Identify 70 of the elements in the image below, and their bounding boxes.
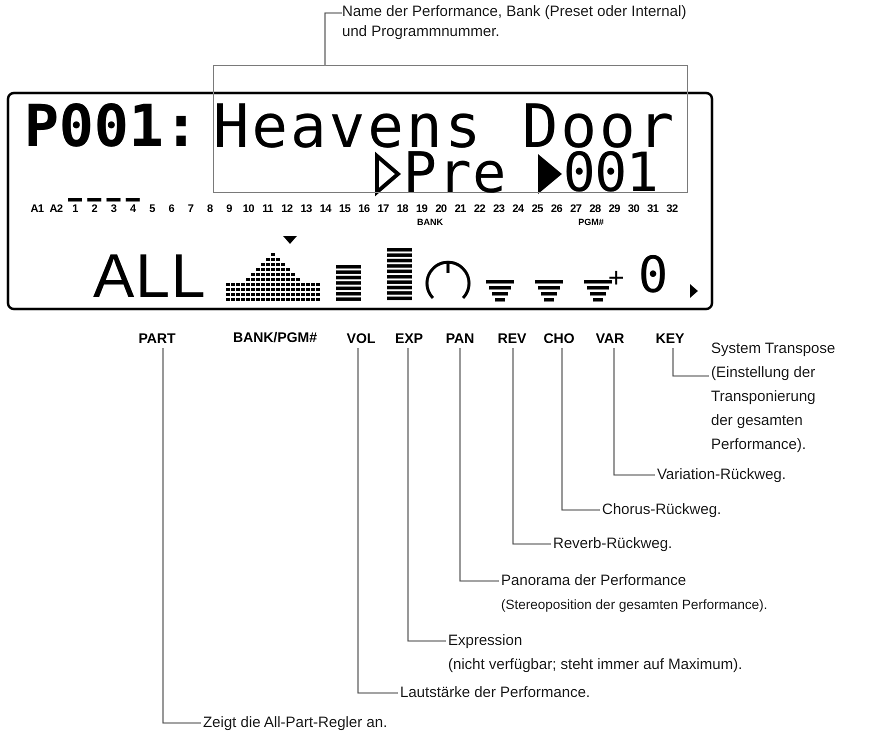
lcd-text: 0	[638, 250, 668, 300]
part-number: 6	[168, 204, 174, 215]
callout-text: Zeigt die All-Part-Regler an.	[203, 713, 388, 733]
lcd-label: BANK	[417, 218, 443, 227]
part-number: 18	[396, 204, 408, 215]
parameter-label: CHO	[543, 330, 575, 346]
part-number: 22	[474, 204, 486, 215]
leader-line	[672, 348, 709, 377]
highlight-frame	[213, 65, 688, 193]
part-number: 32	[666, 204, 678, 215]
leader-line	[459, 348, 499, 582]
callout-text: System Transpose (Einstellung der Transponierung der gesamten Performance).	[711, 337, 839, 457]
parameter-label: REV	[498, 330, 526, 346]
part-number: 19	[416, 204, 428, 215]
part-number: 20	[435, 204, 447, 215]
leader-line	[324, 12, 342, 65]
part-number: 4	[130, 204, 136, 215]
lcd-text: P001:	[24, 97, 199, 155]
part-number: A2	[49, 204, 63, 215]
part-number: 31	[647, 204, 658, 215]
parameter-label: EXP	[395, 330, 423, 346]
parameter-label: BANK/PGM#	[233, 330, 317, 344]
part-number: 28	[589, 204, 601, 215]
part-number: 17	[378, 204, 389, 215]
callout-text: Name der Performance, Bank (Preset oder Internal) und Programmnummer.	[342, 2, 692, 42]
part-number: 23	[493, 204, 504, 215]
part-number: 21	[454, 204, 466, 215]
leader-line	[561, 348, 600, 511]
leader-line	[357, 348, 398, 694]
part-number: 9	[226, 204, 232, 215]
part-number: 15	[339, 204, 350, 215]
part-number: 14	[320, 204, 331, 215]
callout-text: Reverb-Rückweg.	[553, 534, 672, 554]
part-number: 5	[149, 204, 155, 215]
part-number: 7	[188, 204, 194, 215]
callout-text: Lautstärke der Performance.	[400, 683, 590, 703]
callout-note: (Stereoposition der gesamten Performance).	[501, 596, 768, 614]
lcd-text: +	[608, 264, 624, 292]
part-number: 3	[110, 204, 116, 215]
leader-line	[162, 348, 201, 724]
callout-text: Panorama der Performance	[501, 571, 688, 591]
parameter-label: VAR	[596, 330, 624, 346]
part-number: 12	[281, 204, 292, 215]
parameter-label: KEY	[656, 330, 684, 346]
part-number: 30	[628, 204, 640, 215]
part-number: A1	[30, 204, 44, 215]
part-number: 10	[242, 204, 254, 215]
leader-line	[512, 348, 551, 545]
callout-text: Variation-Rückweg.	[657, 465, 786, 485]
part-number: 13	[300, 204, 312, 215]
leader-line	[407, 348, 446, 642]
part-number: 24	[512, 204, 524, 215]
leader-line	[613, 348, 655, 476]
part-number: 2	[91, 204, 98, 215]
part-number: 1	[72, 204, 78, 215]
part-number: 8	[207, 204, 213, 215]
callout-text: Expression	[448, 631, 524, 651]
part-number: 11	[262, 204, 273, 215]
part-number: 26	[550, 204, 562, 215]
part-number: 25	[532, 204, 543, 215]
part-number: 27	[570, 204, 582, 215]
callout-note: (nicht verfügbar; steht immer auf Maximum).	[448, 655, 742, 675]
parameter-label: VOL	[346, 330, 376, 346]
lcd-text: ALL	[93, 246, 206, 308]
parameter-label: PART	[138, 330, 176, 346]
callout-text: Chorus-Rückweg.	[602, 500, 722, 520]
lcd-label: PGM#	[578, 218, 604, 227]
part-number: 16	[358, 204, 370, 215]
parameter-label: PAN	[446, 330, 474, 346]
part-number: 29	[608, 204, 620, 215]
